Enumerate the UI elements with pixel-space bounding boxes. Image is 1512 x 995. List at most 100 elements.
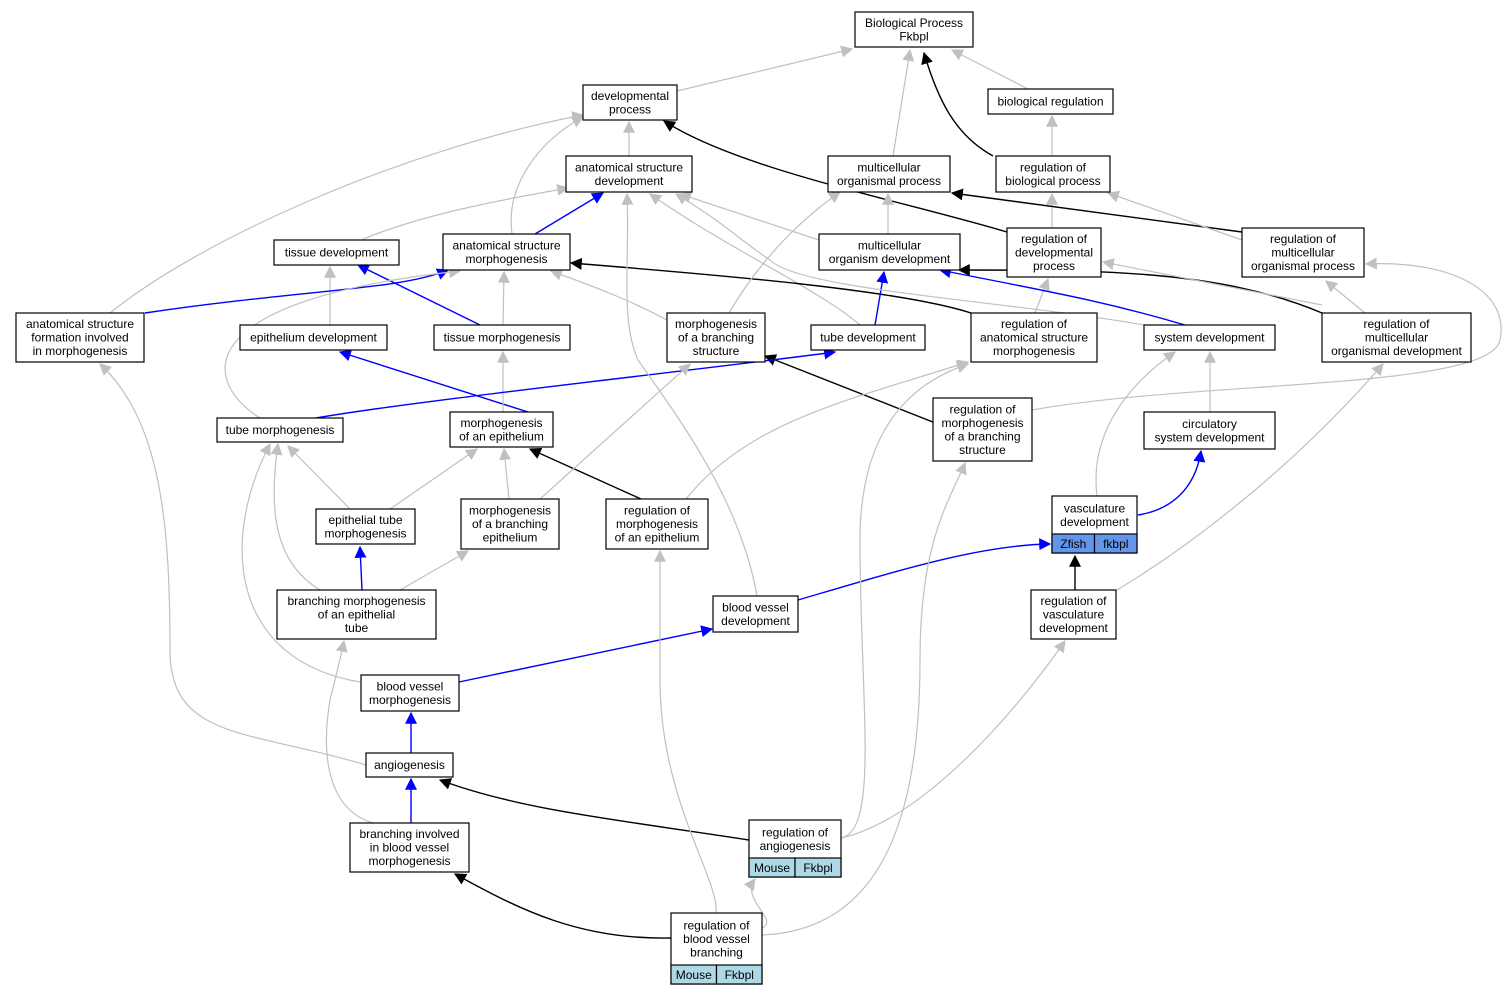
- edge-is-a: [1116, 363, 1384, 591]
- node-label-line: morphogenesis: [616, 517, 698, 531]
- node-label-line: regulation of: [624, 504, 691, 518]
- edge-part-of: [534, 192, 605, 235]
- edge-is-a: [840, 640, 1066, 839]
- edge-part-of: [938, 266, 1186, 326]
- node-label-line: vasculature: [1064, 501, 1126, 515]
- edge-is-a: [1031, 257, 1502, 411]
- species-cell: [794, 857, 842, 878]
- node-angio[interactable]: angiogenesis: [365, 752, 454, 778]
- node-box: [1321, 312, 1472, 363]
- node-label-line: multicellular: [858, 238, 921, 252]
- node-box: [276, 589, 437, 640]
- node-box: [827, 155, 951, 193]
- node-label-line: regulation of: [1270, 232, 1337, 246]
- node-label-line: biological process: [1005, 174, 1100, 188]
- node-epi-dev[interactable]: epithelium development: [239, 324, 388, 351]
- edge-part-of: [338, 349, 554, 421]
- node-box: [1030, 589, 1117, 640]
- edge-part-of: [1137, 449, 1206, 516]
- species-cell-label: Mouse: [754, 861, 790, 875]
- edge-is-a: [685, 359, 970, 500]
- species-cell-label: fkbpl: [1103, 537, 1128, 551]
- edge-is-a: [99, 363, 367, 766]
- node-label-line: in morphogenesis: [33, 344, 128, 358]
- node-tissue-morph[interactable]: tissue morphogenesis: [433, 324, 571, 351]
- edge-regulates: [950, 188, 1243, 233]
- node-box: [460, 498, 560, 550]
- node-bioreg[interactable]: biological regulation: [987, 88, 1114, 115]
- node-label-line: biological regulation: [997, 95, 1103, 109]
- edge-is-a: [1106, 190, 1243, 241]
- species-cell: [1093, 533, 1138, 554]
- edge-is-a: [109, 111, 585, 314]
- node-label-line: branching morphogenesis: [287, 594, 425, 608]
- node-label-line: of a branching: [472, 517, 548, 531]
- node-label-line: tissue morphogenesis: [444, 331, 561, 345]
- node-box: [605, 498, 709, 550]
- edge-is-a: [1325, 280, 1366, 314]
- edge-is-a: [621, 192, 758, 597]
- node-label-line: Biological Process: [865, 16, 963, 30]
- node-label-line: of a branching: [944, 429, 1020, 443]
- node-label-line: tissue development: [285, 246, 389, 260]
- node-tube-morph[interactable]: tube morphogenesis: [216, 417, 344, 443]
- node-label-line: tube morphogenesis: [226, 423, 335, 437]
- node-box: [442, 233, 571, 271]
- node-box: [273, 239, 400, 266]
- node-tissue-dev[interactable]: tissue development: [273, 239, 400, 266]
- node-label-line: epithelium: [483, 531, 538, 545]
- node-label-line: morphogenesis: [993, 344, 1075, 358]
- node-label-line: epithelium development: [250, 331, 377, 345]
- edge-regulates: [528, 447, 642, 500]
- edge-part-of: [458, 625, 714, 683]
- edge-is-a: [510, 116, 585, 235]
- node-box: [810, 324, 926, 351]
- node-box: [239, 324, 388, 351]
- node-label-line: organismal development: [1331, 344, 1462, 358]
- edge-regulates: [569, 257, 972, 314]
- edge-is-a: [654, 549, 717, 914]
- node-label-line: structure: [959, 443, 1006, 457]
- node-box: [818, 233, 961, 271]
- node-box: [987, 88, 1114, 115]
- node-sys-dev[interactable]: system development: [1143, 324, 1276, 351]
- node-label-line: multicellular: [1271, 246, 1334, 260]
- node-label-line: of an epithelial: [318, 608, 395, 622]
- node-label-line: regulation of: [1363, 317, 1430, 331]
- node-tube-dev[interactable]: tube development: [810, 324, 926, 351]
- edge-is-a: [399, 550, 470, 591]
- edge-is-a: [1034, 277, 1050, 314]
- edge-is-a: [539, 363, 691, 500]
- node-label-line: tube: [345, 621, 369, 635]
- node-label-line: epithelial tube: [328, 513, 402, 527]
- node-box: [1143, 324, 1276, 351]
